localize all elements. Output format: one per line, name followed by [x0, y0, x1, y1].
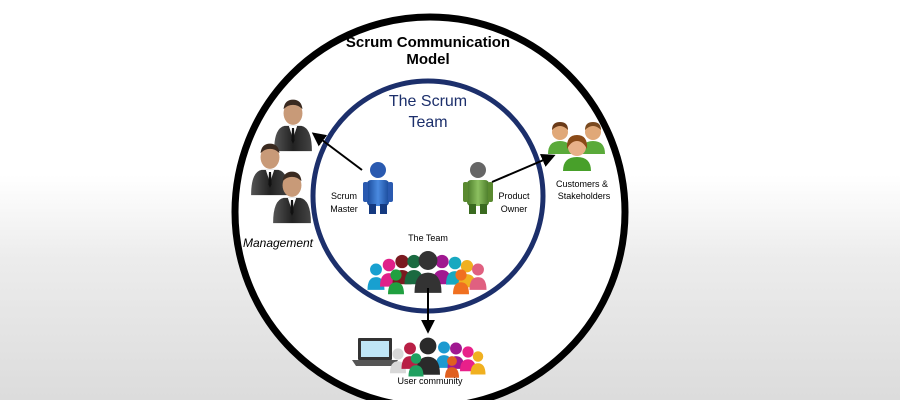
- diagram-title-line1: Scrum Communication: [346, 34, 510, 51]
- scrum-master-label-line2: Master: [330, 204, 358, 214]
- product-owner-label-line1: Product: [498, 191, 530, 201]
- customers-stakeholders-icon: [548, 122, 605, 171]
- scrum-master-label-line1: Scrum: [331, 191, 357, 201]
- scrum-team-title-line2: Team: [408, 114, 447, 131]
- customers-label-line2: Stakeholders: [558, 191, 611, 201]
- diagram-title-line2: Model: [406, 51, 449, 68]
- customers-label-line1: Customers &: [556, 179, 608, 189]
- arrow-product-owner-to-customers: [491, 153, 556, 183]
- laptop-icon: [352, 338, 398, 366]
- scrum-team-title-line1: The Scrum: [389, 93, 467, 110]
- team-label: The Team: [408, 233, 448, 243]
- product-owner-label-line2: Owner: [501, 204, 528, 214]
- arrow-scrum-master-to-management: [311, 132, 363, 171]
- scrum-master-person-icon: [363, 162, 393, 214]
- management-label: Management: [243, 236, 314, 250]
- user-community-label: User community: [397, 376, 463, 386]
- product-owner-person-icon: [463, 162, 493, 214]
